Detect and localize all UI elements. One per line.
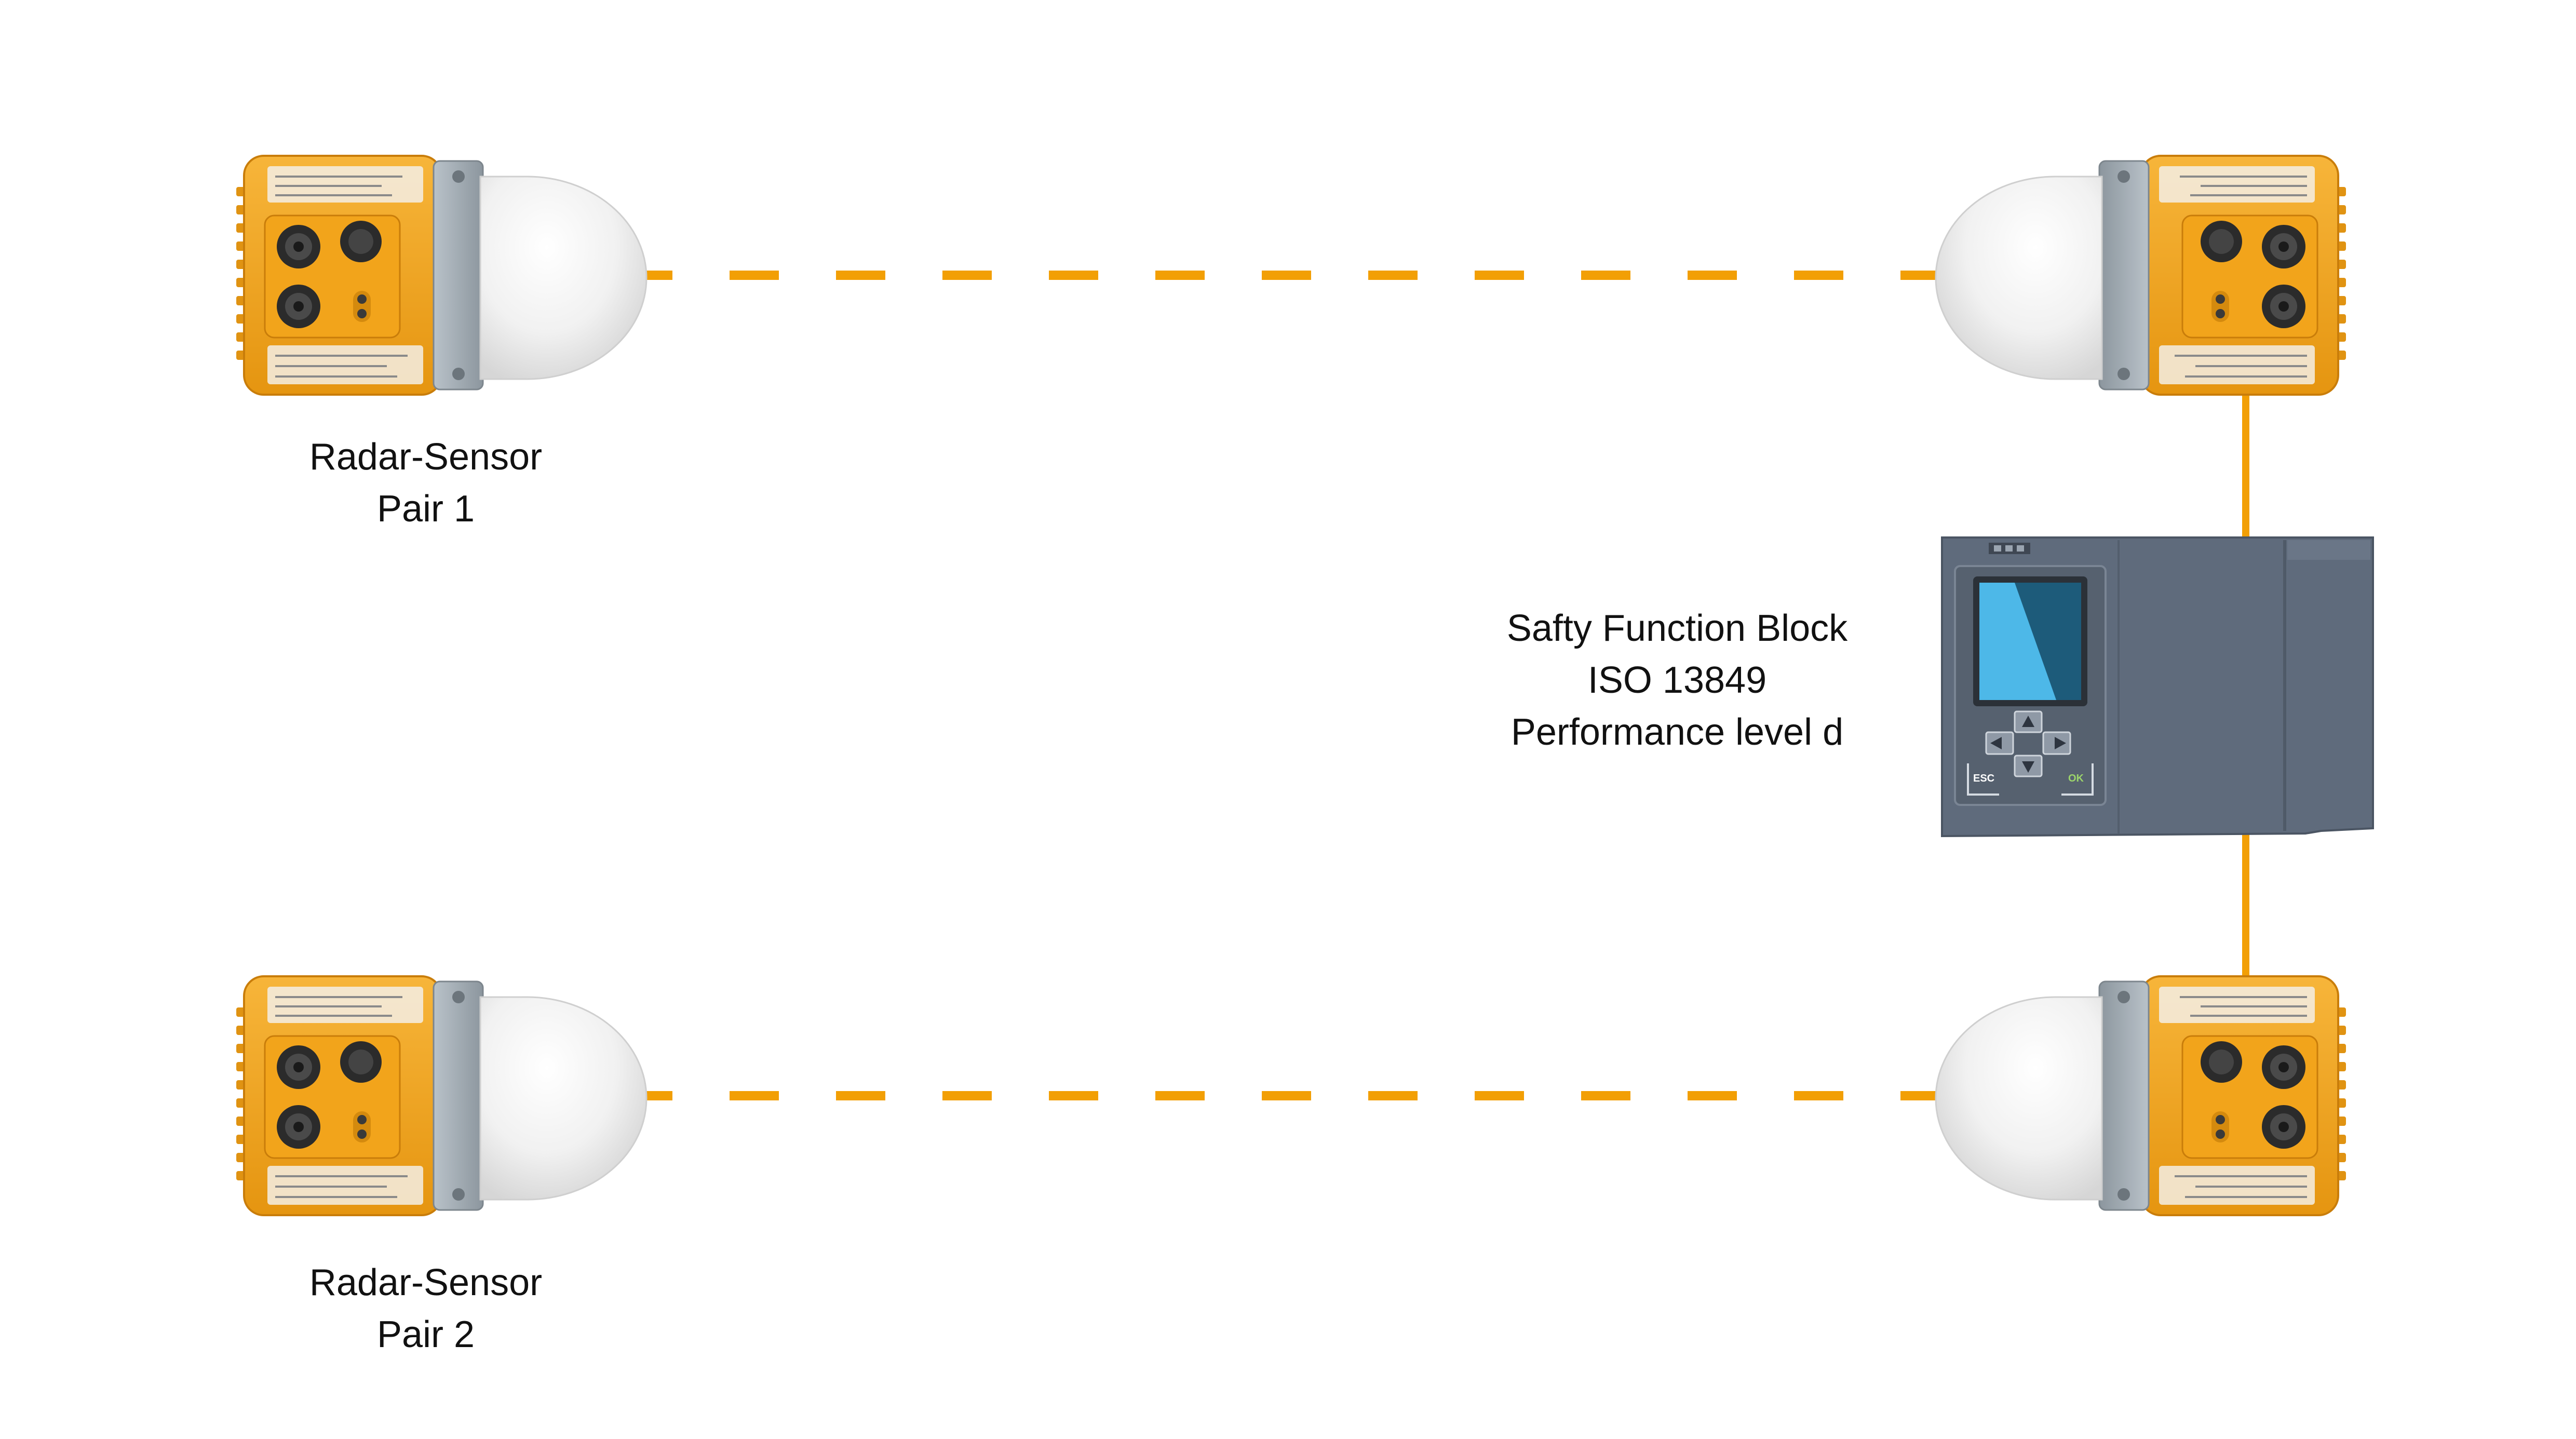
pair1-label-line2: Pair 1 [376,488,475,530]
radar-sensor-pair2-left [235,975,648,1216]
pair2-label-line1: Radar-Sensor [309,1262,543,1303]
pair2-label-line2: Pair 2 [376,1314,475,1355]
pair2-label: Radar-Sensor Pair 2 [218,1257,633,1361]
pair1-label: Radar-Sensor Pair 1 [218,431,633,535]
esc-label: ESC [1973,773,1994,784]
safety-block-label: Safty Function Block ISO 13849 Performan… [1418,602,1937,758]
pair1-label-line1: Radar-Sensor [309,436,543,478]
safety-block-label-line3: Performance level d [1510,711,1844,753]
ok-button[interactable] [2061,763,2094,796]
safety-block-label-line1: Safty Function Block [1506,608,1848,649]
radar-sensor-pair1-left [235,155,648,396]
ok-label: OK [2068,773,2084,784]
esc-button[interactable] [1967,763,1999,796]
safety-controller: ESC OK [1941,536,2374,838]
safety-block-label-line2: ISO 13849 [1587,660,1767,701]
radar-sensor-pair2-right [1935,975,2347,1216]
radar-sensor-pair1-right [1935,155,2347,396]
